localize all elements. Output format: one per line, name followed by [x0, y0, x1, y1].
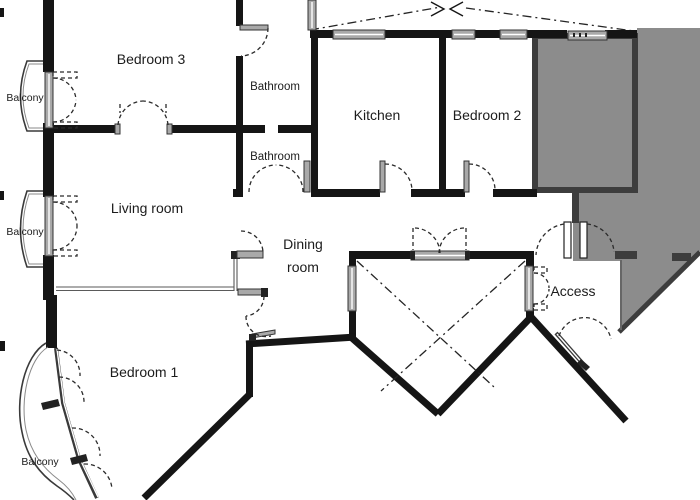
room-label-bedroom3: Bedroom 3 [117, 51, 186, 67]
room-label-kitchen: Kitchen [354, 107, 401, 123]
room-label-bathroom-top: Bathroom [250, 81, 300, 93]
balcony-bottom-rail [18, 342, 75, 500]
room-label-bathroom-mid: Bathroom [250, 151, 300, 163]
room-label-bedroom1: Bedroom 1 [110, 364, 179, 380]
balcony-top-rail [19, 60, 43, 132]
landing-wall-stub-left [615, 251, 637, 259]
balcony-railings [18, 60, 77, 500]
room-label-access: Access [550, 283, 595, 299]
door-leaf [239, 24, 269, 31]
roof-line-right [465, 7, 635, 32]
room-label-dining-line1: Dining [283, 236, 323, 252]
balcony-mid-rail [19, 190, 43, 268]
walls [0, 0, 637, 500]
bedroom1-glazed-wall [54, 347, 99, 499]
room-label-living-room: Living room [111, 200, 183, 216]
landing-diagonal-wall [617, 250, 700, 334]
room-label-balcony-top: Balcony [6, 92, 44, 104]
room-labels: Bedroom 3 Bathroom Bathroom Kitchen Bedr… [6, 51, 595, 468]
room-label-balcony-bottom: Balcony [21, 456, 59, 468]
room-label-dining-line2: room [287, 259, 319, 275]
stairwell-landing-area [573, 28, 700, 331]
room-label-balcony-mid: Balcony [6, 226, 44, 238]
door-arcs [52, 27, 615, 490]
chevron-left-icon [448, 1, 464, 17]
projection-lines [309, 1, 635, 32]
gray-areas [532, 28, 700, 334]
windows-and-frames [41, 0, 608, 499]
entrance-door-leaf [579, 221, 588, 259]
roof-line-left [309, 6, 442, 31]
landing-wall-stub-right [672, 253, 691, 261]
neighbor-room [532, 33, 638, 193]
thin-partitions [56, 255, 238, 292]
entrance-door-leaf [563, 221, 572, 259]
chevron-right-icon [430, 1, 446, 17]
patio-void-marks [356, 260, 526, 392]
room-label-bedroom2: Bedroom 2 [453, 107, 522, 123]
